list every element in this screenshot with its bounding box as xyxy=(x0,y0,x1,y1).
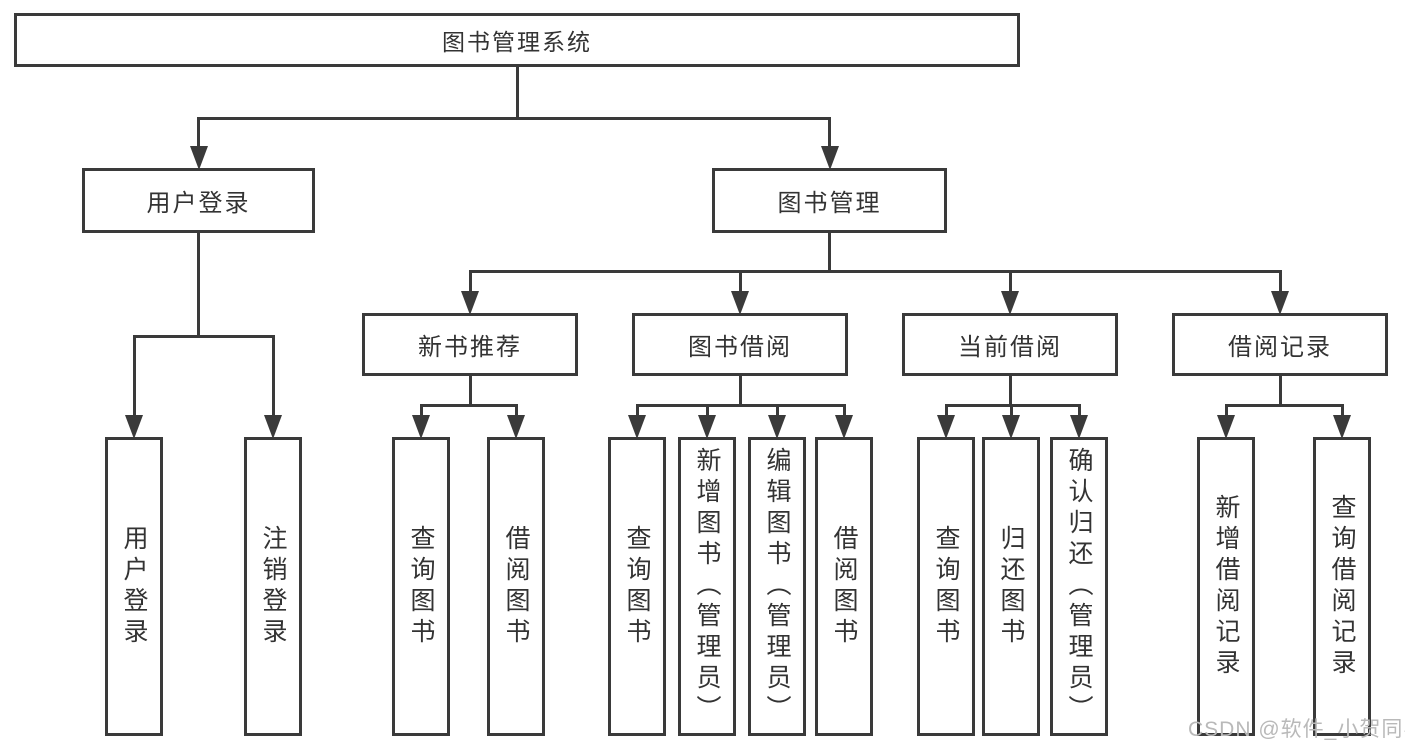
node-br-query-borrow-record: 查询借阅记录 xyxy=(1313,437,1371,736)
connector-stem-system xyxy=(515,65,519,120)
connector-drop-user-login xyxy=(197,117,200,148)
arrowhead-cb-return-books xyxy=(1002,415,1020,439)
node-system: 图书管理系统 xyxy=(14,13,1020,67)
arrowhead-nb-query-books xyxy=(412,415,430,439)
arrowhead-bb-query-books xyxy=(628,415,646,439)
node-nb-query-books: 查询图书 xyxy=(392,437,450,736)
arrowhead-br-add-borrow-record xyxy=(1217,415,1235,439)
node-label-user-login-action: 用户登录 xyxy=(120,524,148,649)
node-label-system: 图书管理系统 xyxy=(442,29,592,55)
node-nb-borrow-books: 借阅图书 xyxy=(487,437,545,736)
node-bb-edit-books-admin: 编辑图书（管理员） xyxy=(748,437,806,736)
arrowhead-borrowing-records xyxy=(1271,291,1289,315)
connector-stem-borrowing-records xyxy=(1278,374,1282,407)
node-label-logout-action: 注销登录 xyxy=(259,524,287,649)
node-label-bb-edit-books-admin: 编辑图书（管理员） xyxy=(763,447,791,726)
arrowhead-logout-action xyxy=(264,415,282,439)
connector-stem-current-borrowing xyxy=(1008,374,1012,407)
connector-drop-nb-query-books xyxy=(419,404,423,417)
connector-drop-current-borrowing xyxy=(1008,270,1012,293)
node-label-user-login: 用户登录 xyxy=(146,190,251,217)
connector-drop-bb-borrow-books xyxy=(842,404,846,417)
node-label-cb-confirm-return-admin: 确认归还（管理员） xyxy=(1065,447,1093,726)
connector-bar-user-login xyxy=(132,335,275,338)
node-label-nb-query-books: 查询图书 xyxy=(407,524,435,649)
node-bb-query-books: 查询图书 xyxy=(608,437,666,736)
node-label-borrowing-records: 借阅记录 xyxy=(1228,334,1332,361)
node-label-bb-add-books-admin: 新增图书（管理员） xyxy=(693,447,721,726)
arrowhead-user-login xyxy=(189,146,208,170)
connector-stem-new-book-recommend xyxy=(468,374,472,407)
arrowhead-bb-borrow-books xyxy=(835,415,853,439)
node-label-book-management: 图书管理 xyxy=(777,190,882,217)
connector-drop-cb-return-books xyxy=(1009,404,1013,417)
connector-drop-br-query-borrow-record xyxy=(1340,404,1344,417)
connector-drop-borrowing-records xyxy=(1278,270,1282,293)
node-label-nb-borrow-books: 借阅图书 xyxy=(502,524,530,649)
arrowhead-cb-confirm-return-admin xyxy=(1070,415,1088,439)
arrowhead-book-management xyxy=(820,146,839,170)
node-label-bb-query-books: 查询图书 xyxy=(623,524,651,649)
node-book-management: 图书管理 xyxy=(712,168,947,233)
connector-drop-cb-confirm-return-admin xyxy=(1077,404,1081,417)
arrowhead-bb-add-books-admin xyxy=(698,415,716,439)
node-current-borrowing: 当前借阅 xyxy=(902,313,1118,376)
connector-drop-bb-edit-books-admin xyxy=(775,404,779,417)
arrowhead-br-query-borrow-record xyxy=(1333,415,1351,439)
node-label-current-borrowing: 当前借阅 xyxy=(958,334,1062,361)
node-book-borrowing: 图书借阅 xyxy=(632,313,848,376)
connector-drop-user-login-action xyxy=(132,335,136,417)
connector-drop-logout-action xyxy=(271,335,275,417)
node-cb-return-books: 归还图书 xyxy=(982,437,1040,736)
connector-bar-system xyxy=(197,117,831,120)
node-cb-query-books: 查询图书 xyxy=(917,437,975,736)
node-label-new-book-recommend: 新书推荐 xyxy=(418,334,522,361)
connector-bar-current-borrowing xyxy=(944,404,1081,407)
connector-drop-bb-add-books-admin xyxy=(705,404,709,417)
connector-drop-book-management xyxy=(828,117,831,148)
connector-bar-borrowing-records xyxy=(1224,404,1344,407)
node-user-login: 用户登录 xyxy=(82,168,315,233)
connector-drop-book-borrowing xyxy=(738,270,742,293)
connector-drop-cb-query-books xyxy=(944,404,948,417)
connector-stem-user-login xyxy=(197,231,200,338)
connector-drop-bb-query-books xyxy=(635,404,639,417)
arrowhead-book-borrowing xyxy=(731,291,749,315)
node-bb-borrow-books: 借阅图书 xyxy=(815,437,873,736)
arrowhead-nb-borrow-books xyxy=(507,415,525,439)
node-borrowing-records: 借阅记录 xyxy=(1172,313,1388,376)
node-label-cb-query-books: 查询图书 xyxy=(932,524,960,649)
node-cb-confirm-return-admin: 确认归还（管理员） xyxy=(1050,437,1108,736)
connector-bar-book-management xyxy=(468,270,1282,273)
connector-drop-new-book-recommend xyxy=(468,270,472,293)
node-br-add-borrow-record: 新增借阅记录 xyxy=(1197,437,1255,736)
arrowhead-cb-query-books xyxy=(937,415,955,439)
arrowhead-new-book-recommend xyxy=(461,291,479,315)
watermark: CSDN @软件_小贺同学 xyxy=(1188,718,1405,741)
node-new-book-recommend: 新书推荐 xyxy=(362,313,578,376)
connector-stem-book-borrowing xyxy=(738,374,742,407)
arrowhead-user-login-action xyxy=(125,415,143,439)
connector-drop-nb-borrow-books xyxy=(514,404,518,417)
arrowhead-current-borrowing xyxy=(1001,291,1019,315)
arrowhead-bb-edit-books-admin xyxy=(768,415,786,439)
node-user-login-action: 用户登录 xyxy=(105,437,163,736)
node-label-br-add-borrow-record: 新增借阅记录 xyxy=(1212,493,1240,680)
node-label-br-query-borrow-record: 查询借阅记录 xyxy=(1328,493,1356,680)
connector-bar-book-borrowing xyxy=(635,404,846,407)
node-label-cb-return-books: 归还图书 xyxy=(997,524,1025,649)
node-label-bb-borrow-books: 借阅图书 xyxy=(830,524,858,649)
connector-drop-br-add-borrow-record xyxy=(1224,404,1228,417)
node-logout-action: 注销登录 xyxy=(244,437,302,736)
node-label-book-borrowing: 图书借阅 xyxy=(688,334,792,361)
connector-bar-new-book-recommend xyxy=(419,404,518,407)
node-bb-add-books-admin: 新增图书（管理员） xyxy=(678,437,736,736)
connector-stem-book-management xyxy=(828,231,831,273)
